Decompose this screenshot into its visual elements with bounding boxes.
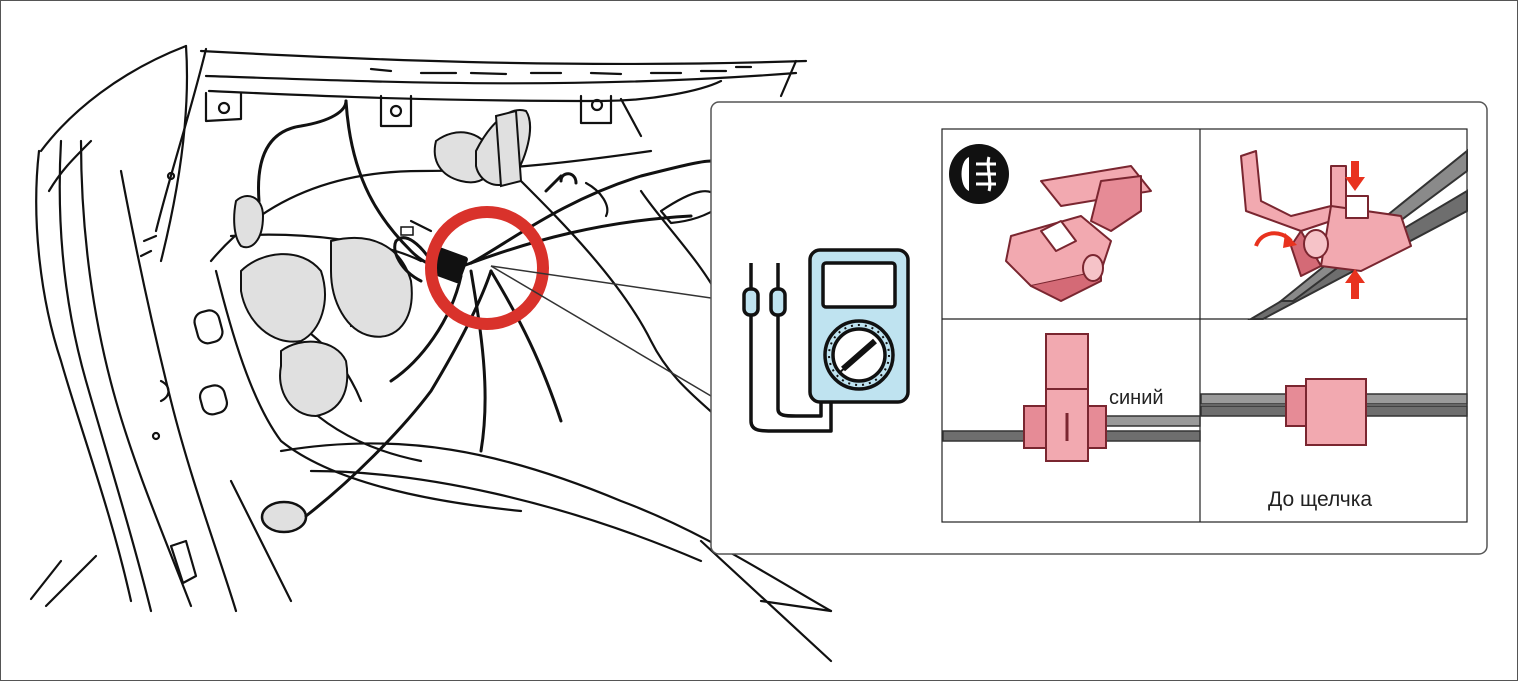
- until-click-label: До щелчка: [1268, 488, 1373, 511]
- press-arrow-icon: [1345, 161, 1365, 299]
- connector-tap-on-wire: [942, 333, 1201, 462]
- connector-open-illustration: [1005, 165, 1152, 302]
- callout-lines: [490, 265, 712, 397]
- connector-clicked: [1200, 378, 1468, 446]
- wiring-harness: [257, 99, 713, 518]
- multimeter-icon: [742, 248, 910, 433]
- wire-color-label: синий: [1109, 387, 1164, 409]
- fog-light-icon: [949, 144, 1009, 204]
- connector-crimp-illustration: [1240, 148, 1468, 320]
- drain-hole: [260, 500, 308, 534]
- door-panel-shading: [233, 109, 531, 418]
- instruction-grid: [941, 128, 1468, 523]
- highlight-circle: [425, 206, 549, 330]
